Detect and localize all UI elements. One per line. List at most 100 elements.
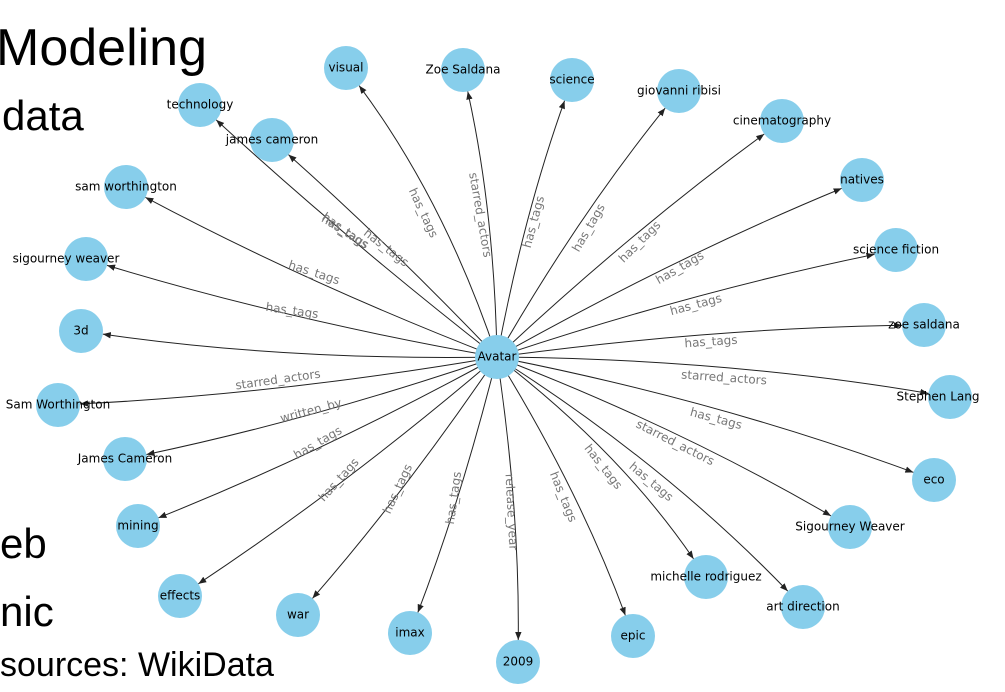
edge-label-science: has_tags: [520, 194, 547, 249]
node-sigourney-weaver-cap: [828, 505, 872, 549]
node-label-science: science: [549, 73, 594, 87]
node-science: [550, 58, 594, 102]
node-label-imax: imax: [395, 626, 424, 640]
slide-line-web: eb: [0, 520, 47, 567]
edge-michelle-rodriguez: [496, 356, 694, 560]
edge-label-imax: has_tags: [443, 471, 464, 526]
edge-war: [312, 356, 498, 599]
edge-label-james-cameron-cap: written_by: [279, 396, 344, 426]
edge-label-giovanni-ribisi: has_tags: [569, 201, 608, 254]
node-sam-worthington-cap: [36, 383, 80, 427]
node-zoe-saldana: [902, 303, 946, 347]
node-effects: [158, 574, 202, 618]
edge-label-zoe-saldana-cap: starred_actors: [466, 171, 495, 258]
edge-james-cameron-cap: [146, 356, 498, 456]
node-label-effects: effects: [160, 589, 201, 603]
edge-label-cinematography: has_tags: [616, 218, 663, 265]
node-label-sam-worthington: sam worthington: [75, 180, 177, 194]
node-sigourney-weaver: [64, 237, 108, 281]
edge-imax: [417, 356, 498, 613]
node-2009: [496, 640, 540, 684]
node-michelle-rodriguez: [684, 555, 728, 599]
edge-science-fiction: [496, 252, 875, 358]
edge-label-effects: has_tags: [316, 455, 362, 504]
edge-art-direction: [496, 356, 789, 592]
node-label-visual: visual: [329, 61, 364, 75]
node-label-science-fiction: science fiction: [853, 243, 939, 257]
edge-sigourney-weaver-cap: [496, 356, 832, 517]
node-label-stephen-lang: Stephen Lang: [897, 390, 980, 404]
edge-label-zoe-saldana: has_tags: [684, 333, 738, 351]
node-label-michelle-rodriguez: michelle rodriguez: [650, 570, 761, 584]
node-eco: [912, 458, 956, 502]
node-mining: [116, 504, 160, 548]
node-epic: [611, 614, 655, 658]
edge-visual: [358, 85, 498, 358]
node-technology: [178, 83, 222, 127]
node-label-eco: eco: [923, 473, 944, 487]
edge-label-stephen-lang: starred_actors: [681, 368, 768, 388]
node-label-james-cameron: james cameron: [225, 133, 318, 147]
node-art-direction: [781, 585, 825, 629]
edge-3d: [102, 332, 498, 358]
node-james-cameron-cap: [103, 437, 147, 481]
node-label-zoe-saldana-cap: Zoe Saldana: [426, 63, 501, 77]
slide-title-fragment: Modeling: [0, 19, 208, 77]
node-label-cinematography: cinematography: [733, 114, 831, 128]
edge-science: [496, 100, 566, 358]
node-label-war: war: [287, 608, 309, 622]
node-imax: [388, 611, 432, 655]
edge-label-technology: has_tags: [319, 212, 371, 252]
edge-cinematography: [496, 133, 765, 358]
node-stephen-lang: [928, 375, 972, 419]
edge-epic: [496, 356, 626, 616]
node-natives: [840, 158, 884, 202]
node-label-3d: 3d: [73, 324, 88, 338]
edge-sam-worthington: [145, 196, 498, 358]
node-label-sam-worthington-cap: Sam Worthington: [6, 398, 110, 412]
edge-zoe-saldana: [496, 322, 903, 358]
node-james-cameron: [250, 118, 294, 162]
edge-label-natives: has_tags: [653, 248, 706, 287]
edges-layer: [79, 85, 929, 641]
node-war: [276, 593, 320, 637]
node-science-fiction: [874, 228, 918, 272]
edge-stephen-lang: [496, 356, 929, 396]
node-zoe-saldana-cap: [441, 48, 485, 92]
slide-line-nic: nic: [0, 588, 54, 635]
node-label-technology: technology: [167, 98, 234, 112]
node-label-mining: mining: [117, 519, 158, 533]
node-label-natives: natives: [840, 173, 884, 187]
edge-label-2009: release_year: [503, 473, 521, 550]
slide-line-sources: sources: WikiData: [0, 646, 274, 684]
edge-effects: [198, 356, 498, 585]
edge-2009: [496, 356, 522, 641]
node-label-2009: 2009: [503, 655, 534, 669]
edge-technology: [215, 119, 498, 358]
node-avatar: [475, 335, 519, 379]
node-visual: [324, 46, 368, 90]
edge-james-cameron: [288, 154, 498, 358]
node-label-epic: epic: [621, 629, 646, 643]
node-label-art-direction: art direction: [766, 600, 839, 614]
edge-label-james-cameron: has_tags: [361, 226, 411, 270]
edge-eco: [496, 356, 914, 473]
edge-zoe-saldana-cap: [466, 91, 498, 358]
edge-label-sam-worthington-cap: starred_actors: [234, 367, 321, 393]
node-cinematography: [760, 99, 804, 143]
node-giovanni-ribisi: [657, 69, 701, 113]
edge-sigourney-weaver: [106, 264, 498, 358]
edge-mining: [158, 356, 498, 519]
node-label-james-cameron-cap: James Cameron: [77, 452, 172, 466]
edge-label-visual: has_tags: [406, 186, 441, 240]
node-3d: [59, 309, 103, 353]
node-label-giovanni-ribisi: giovanni ribisi: [637, 84, 721, 98]
edge-label-sigourney-weaver: has_tags: [287, 258, 342, 288]
edge-label-war: has_tags: [380, 462, 415, 516]
node-label-zoe-saldana: zoe saldana: [888, 318, 960, 332]
node-label-sigourney-weaver-cap: Sigourney Weaver: [795, 520, 905, 534]
edge-sam-worthington-cap: [79, 356, 498, 407]
edge-natives: [496, 187, 842, 358]
